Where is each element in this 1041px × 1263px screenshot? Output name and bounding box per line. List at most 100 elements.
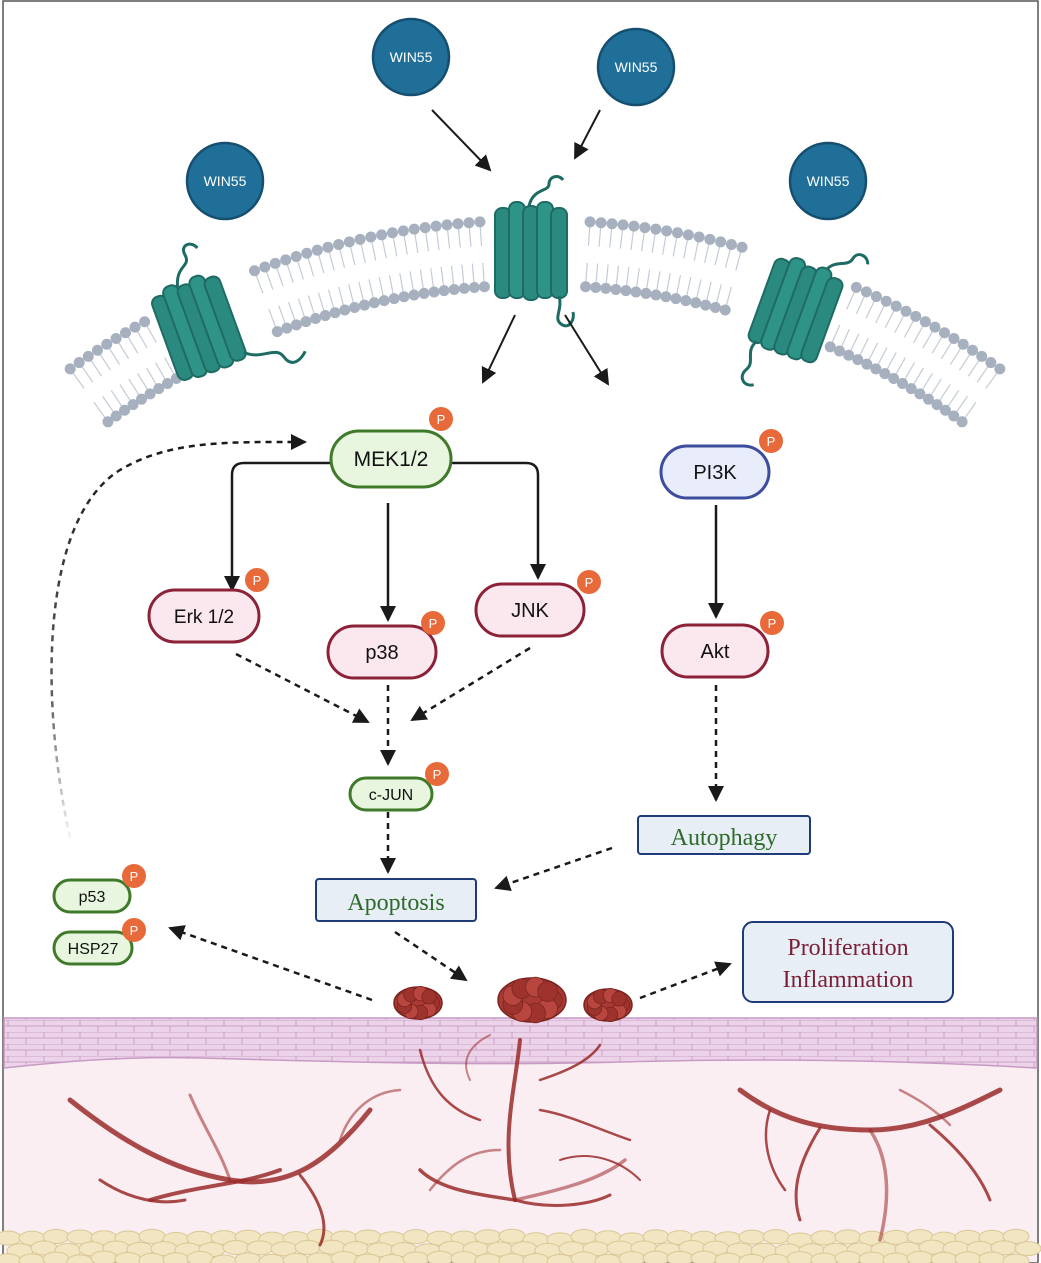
lipid-head — [64, 363, 76, 375]
arrow-ligand-to-receptor — [574, 109, 601, 160]
node-label: p53 — [79, 889, 106, 906]
ligand-label: WIN55 — [615, 59, 658, 75]
node-label: Akt — [701, 641, 730, 663]
lipid-head — [590, 282, 602, 294]
fat-cell — [0, 1230, 22, 1246]
blood-vessel — [794, 1126, 822, 1222]
node-label: JNK — [511, 600, 549, 622]
lipid-head — [259, 261, 271, 273]
lipid-head — [354, 233, 366, 245]
node-p38: p38 P — [326, 611, 445, 680]
lipid-head — [127, 399, 139, 411]
lipid-head — [661, 225, 673, 237]
lipid-head — [985, 357, 997, 369]
lipid-head — [672, 227, 684, 239]
lipid-head — [249, 265, 261, 277]
lipid-head — [365, 231, 377, 243]
lipid-head — [91, 344, 103, 356]
blood-vessel — [513, 1193, 612, 1207]
lipid-head — [824, 341, 836, 353]
fat-cell — [450, 1251, 478, 1263]
lipid-head — [610, 283, 622, 295]
lipid-head — [129, 321, 141, 333]
blood-vessel — [418, 1168, 517, 1202]
lipid-head — [833, 345, 845, 357]
lipid-head — [463, 217, 475, 229]
lipid-head — [919, 316, 931, 328]
lipid-head — [580, 281, 592, 293]
node-label: c-JUN — [369, 787, 413, 804]
fat-cell — [666, 1250, 694, 1263]
fat-cell — [402, 1251, 430, 1263]
fat-cell — [1002, 1253, 1030, 1263]
fat-cell — [114, 1251, 142, 1263]
blood-vessel — [898, 1088, 952, 1127]
ligand-win55-right: WIN55 — [788, 141, 868, 221]
lipid-head — [271, 326, 283, 338]
phospho-icon — [245, 568, 269, 592]
arrow-receptor-to-mek — [481, 314, 516, 384]
fat-cell — [570, 1228, 598, 1244]
phospho-label: P — [767, 434, 776, 449]
cell-membrane — [64, 216, 1006, 428]
blood-vessel — [298, 1173, 326, 1247]
lipid-head — [967, 344, 979, 356]
lipid-head — [153, 383, 165, 395]
phospho-label: P — [433, 767, 442, 782]
blood-vessel — [513, 1158, 627, 1202]
lipid-head — [408, 223, 420, 235]
ligand-label: WIN55 — [204, 173, 247, 189]
fat-cell — [738, 1229, 766, 1245]
lipid-head — [136, 393, 148, 405]
lipid-head — [843, 349, 855, 361]
lipid-head — [584, 216, 596, 228]
lipid-head — [269, 257, 281, 269]
lipid-head — [322, 241, 334, 253]
fat-cell — [810, 1252, 838, 1263]
lipid-head — [860, 286, 872, 298]
skin-tissue — [0, 1017, 1041, 1263]
fat-cell — [642, 1250, 670, 1263]
lipid-head — [82, 350, 94, 362]
lipid-head — [281, 322, 293, 334]
node-p53: p53 P — [52, 864, 146, 914]
lipid-head — [458, 282, 470, 294]
lipid-head — [938, 327, 950, 339]
blood-vessel — [538, 1108, 632, 1142]
arrow-erk-to-cjun — [235, 652, 370, 724]
lipid-head — [144, 388, 156, 400]
lipid-head — [300, 316, 312, 328]
outcome-label: Proliferation — [787, 935, 908, 961]
tumor-mass — [393, 985, 443, 1021]
blood-vessel — [98, 1178, 187, 1204]
phospho-icon — [577, 570, 601, 594]
node-mek: MEK1/2 P — [329, 407, 453, 489]
lipid-head — [102, 416, 114, 428]
fat-cell — [810, 1230, 838, 1246]
fat-cell — [90, 1250, 118, 1263]
fat-cell — [402, 1229, 430, 1245]
lipid-head — [650, 223, 662, 235]
fat-cell — [906, 1250, 934, 1263]
fat-cell — [834, 1250, 862, 1263]
lipid-head — [700, 299, 712, 311]
phospho-icon — [122, 918, 146, 942]
node-jnk: JNK P — [474, 570, 601, 638]
phospho-label: P — [585, 575, 594, 590]
receptor-left — [151, 242, 307, 381]
fat-cell — [330, 1251, 358, 1263]
phospho-icon — [421, 611, 445, 635]
lipid-head — [890, 300, 902, 312]
lipid-head — [280, 254, 292, 266]
arrow-ligand-to-receptor — [431, 109, 492, 172]
fat-cell — [294, 1239, 322, 1255]
fat-cell — [306, 1252, 334, 1263]
lipid-head — [620, 285, 632, 297]
fat-cell — [978, 1251, 1006, 1263]
lipid-head — [715, 236, 727, 248]
outcome-label: Autophagy — [671, 825, 778, 851]
lipid-head — [690, 297, 702, 309]
lipid-head — [682, 229, 694, 241]
lipid-head — [358, 299, 370, 311]
arrow-jnk-to-cjun — [410, 646, 531, 722]
